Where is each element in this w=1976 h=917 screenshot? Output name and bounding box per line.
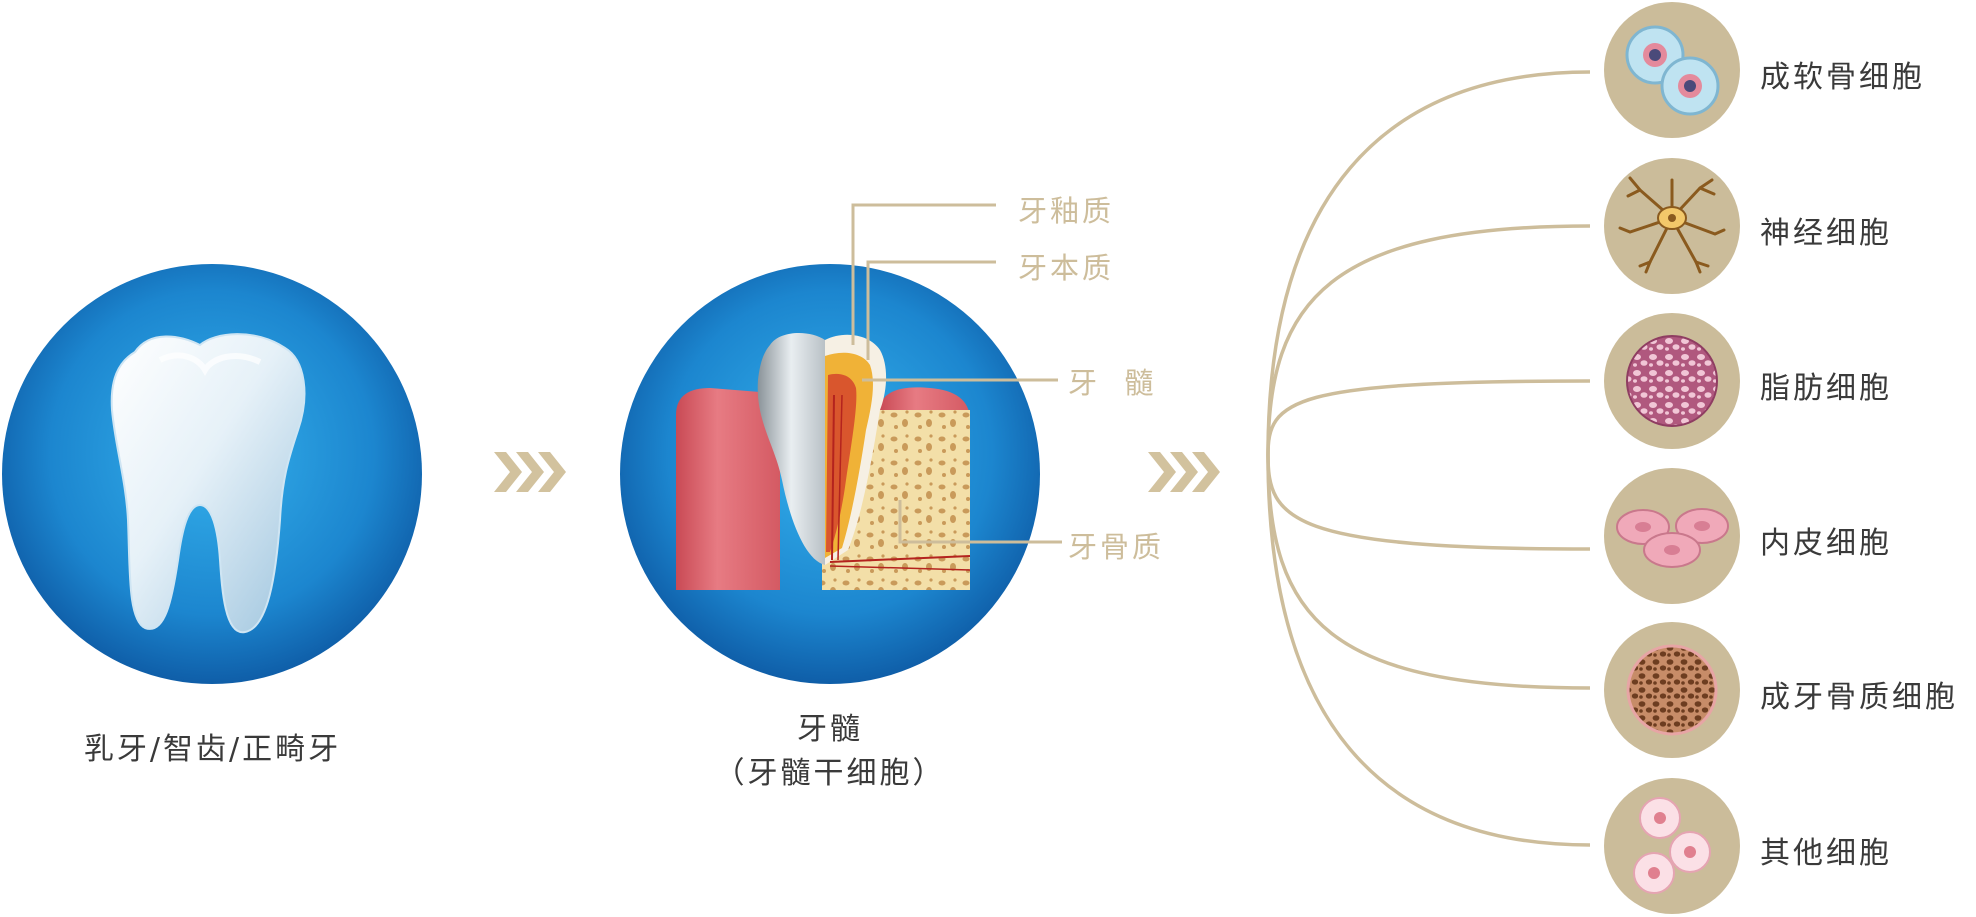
cell-label-cementoblast: 成牙骨质细胞 <box>1760 680 1958 715</box>
branch-line-4 <box>1266 454 1591 551</box>
branch-line-6 <box>1266 454 1591 847</box>
branch-line-1 <box>1266 70 1591 456</box>
chondroblast-icon <box>1604 2 1740 138</box>
branch-line-5 <box>1266 454 1591 690</box>
cell-label-other: 其他细胞 <box>1760 836 1892 871</box>
branch-line-3 <box>1266 379 1591 456</box>
leader-cementum <box>898 500 1062 544</box>
leader-dentin <box>866 260 996 360</box>
molar-tooth-icon <box>110 333 306 634</box>
adipocyte-icon <box>1604 313 1740 449</box>
cell-label-chondroblast: 成软骨细胞 <box>1760 60 1925 95</box>
cell-label-neuron: 神经细胞 <box>1760 216 1892 251</box>
label-dentin: 牙本质 <box>1018 251 1115 285</box>
tooth-part-leader-lines <box>851 203 1062 544</box>
arrow-chevrons-icon <box>494 452 566 492</box>
cell-label-adipocyte: 脂肪细胞 <box>1760 371 1892 406</box>
differentiation-branch-lines <box>1266 70 1591 847</box>
endothelial-cell-icon <box>1604 468 1740 604</box>
label-pulp: 牙 髓 <box>1068 366 1157 400</box>
tooth-cross-section-icon <box>676 333 971 590</box>
stage2-label-line1: 牙髓 <box>797 712 863 747</box>
label-enamel: 牙釉质 <box>1018 194 1115 228</box>
leader-enamel <box>851 203 996 345</box>
cementoblast-icon <box>1604 622 1740 758</box>
stage2-label-line2: （牙髓干细胞） <box>714 756 946 791</box>
stage2-circle <box>620 264 1040 684</box>
other-cells-icon <box>1604 778 1740 914</box>
neuron-icon <box>1604 158 1740 294</box>
branch-line-2 <box>1266 224 1591 456</box>
cell-label-endothelial: 内皮细胞 <box>1760 526 1892 561</box>
arrow-chevrons-icon <box>1148 452 1220 492</box>
stage1-label: 乳牙/智齿/正畸牙 <box>83 732 342 767</box>
label-cementum: 牙骨质 <box>1068 530 1165 564</box>
stage1-circle <box>2 264 422 684</box>
